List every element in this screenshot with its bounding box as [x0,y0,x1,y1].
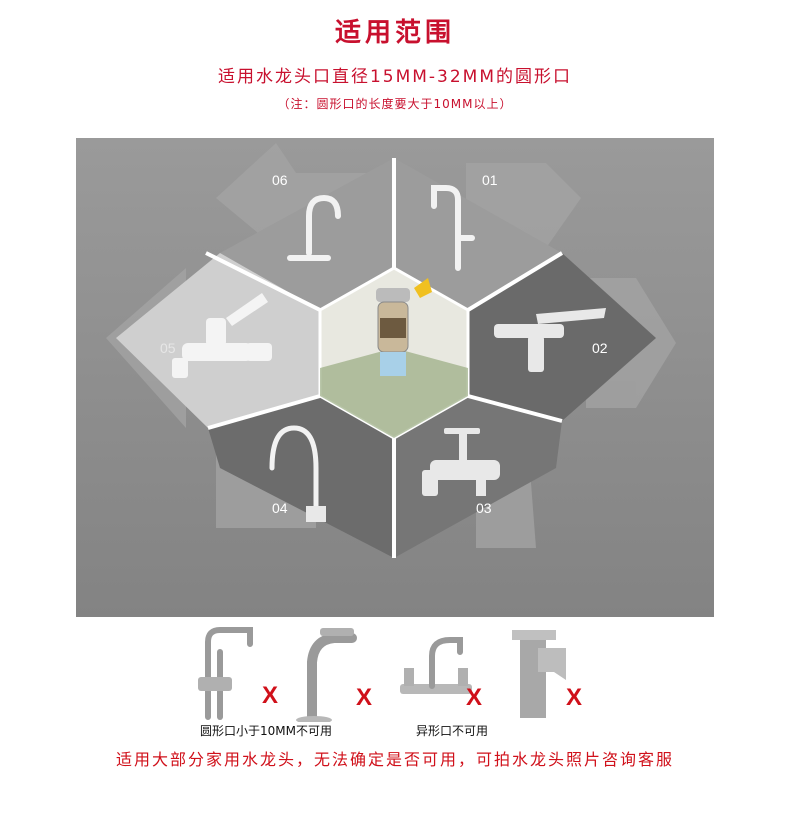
hexagon-graphic [76,138,714,617]
hex-label-02: 02 [592,340,608,356]
faucet-04-image [269,425,326,522]
incompatible-faucets-row: X X X X [0,620,790,740]
faucet-widespread-image [400,637,472,694]
faucet-03-image [422,428,500,496]
divider-lines [205,158,564,558]
caption-round-under-10mm: 圆形口小于10MM不可用 [200,724,332,738]
x-mark-1: X [262,682,279,709]
footer-note: 适用大部分家用水龙头，无法确定是否可用，可拍水龙头照片咨询客服 [115,750,674,769]
length-note: （注：圆形口的长度要大于10MM以上） [277,97,513,111]
hex-label-01: 01 [482,172,498,188]
faucet-hexagon-panel: 06 01 02 03 04 05 [76,138,714,617]
diameter-subtitle: 适用水龙头口直径15MM-32MM的圆形口 [217,67,573,87]
hex-label-05: 05 [160,340,176,356]
faucet-06-image [287,194,341,261]
faucet-01-image [431,185,475,271]
x-mark-4: X [566,684,583,711]
faucet-square-waterfall-image [512,630,566,718]
hex-label-06: 06 [272,172,288,188]
faucet-basin-image [296,628,357,722]
page-title: 适用范围 [334,18,455,48]
hex-label-04: 04 [272,500,288,516]
faucet-05-image [172,293,272,378]
faucet-small-round-image [198,627,253,720]
filter-center-image [318,266,470,440]
caption-irregular-opening: 异形口不可用 [416,724,489,738]
faucet-02-image [494,308,606,372]
x-mark-2: X [356,684,373,711]
x-mark-3: X [466,684,483,711]
hex-label-03: 03 [476,500,492,516]
